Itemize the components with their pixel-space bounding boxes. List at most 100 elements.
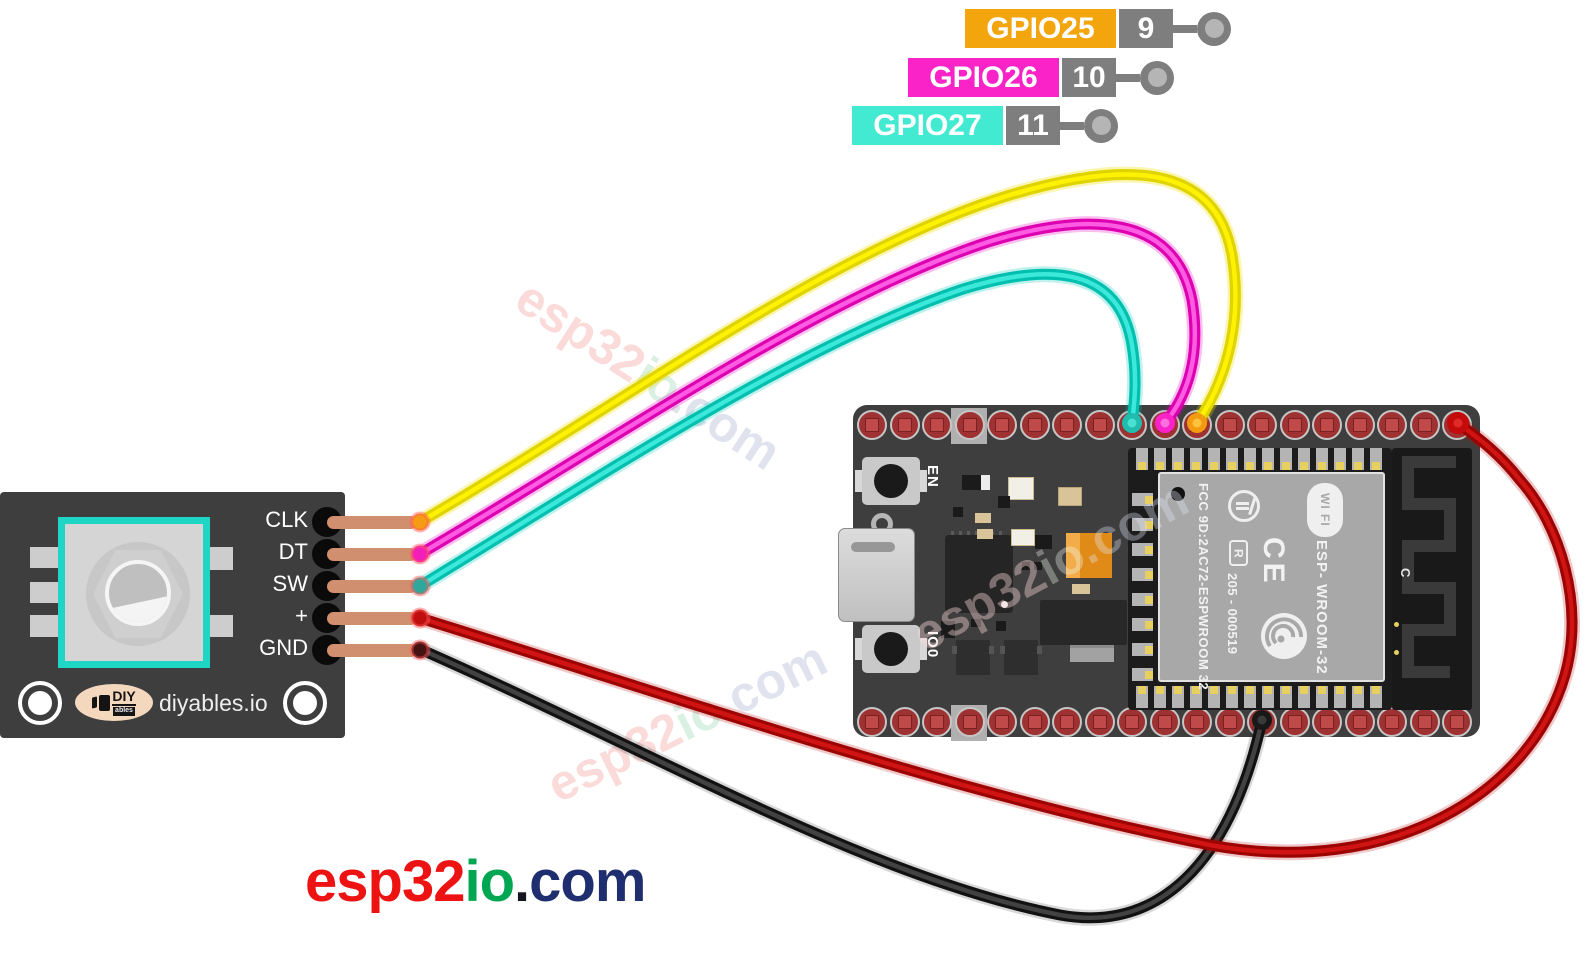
pin-label-gnd: GND [259, 635, 308, 660]
pin1-dot [1171, 487, 1185, 501]
pin-label-plus: + [295, 603, 308, 628]
pin-hole [1409, 707, 1440, 737]
castellated-pad [1154, 448, 1166, 470]
encoder-pin-sw: SW [0, 571, 417, 601]
pin-hole [1182, 410, 1212, 440]
gpio27-label-row: GPIO27 11 [852, 106, 1118, 145]
fcc-id-text: FCC 9D:2AC72-ESPWROOM 32 [1196, 483, 1211, 691]
pin-hole [1149, 410, 1180, 440]
castellated-pad [1244, 448, 1256, 470]
pin-label-dt: DT [278, 539, 308, 564]
pin-hole [1214, 410, 1245, 440]
smd-component [941, 621, 955, 638]
module-pads-left [1132, 493, 1153, 681]
pin-hole [1279, 410, 1310, 440]
boot-button[interactable] [855, 625, 927, 673]
castellated-pad [1132, 543, 1153, 556]
logo-part-io: io [464, 849, 515, 914]
encoder-side-tab [30, 615, 58, 637]
castellated-pad [1132, 518, 1153, 531]
connector-line [1116, 73, 1140, 82]
mounting-hole [18, 681, 62, 725]
castellated-pad [1136, 448, 1148, 470]
castellated-pad [1352, 448, 1364, 470]
pin-hole [1117, 410, 1147, 440]
connector-line [1173, 24, 1197, 33]
ce-mark-text: CE [1257, 537, 1290, 587]
boot-button-cap [874, 632, 908, 666]
pin-hole [1312, 707, 1342, 737]
wifi-logo-icon: WI FI [1307, 483, 1343, 537]
encoder-pin-plus: + [0, 603, 417, 633]
diy-logo-text: DIY [112, 688, 136, 707]
capacitor-orange [1066, 533, 1112, 578]
registered-mark-icon: R [1229, 540, 1248, 566]
transistor [952, 640, 994, 675]
smd-component [1035, 535, 1052, 549]
castellated-pad [1226, 448, 1238, 470]
pin-hole [1442, 410, 1472, 440]
pin-hole [1377, 707, 1407, 737]
module-pads-bottom [1136, 686, 1382, 708]
gpio25-label-row: GPIO25 9 [965, 9, 1231, 48]
castellated-pad [1244, 686, 1256, 708]
watermark-text: esp32io.com [538, 630, 836, 814]
encoder-pin-gnd: GND [0, 635, 417, 665]
smd-component [975, 513, 991, 523]
espressif-logo-icon [1261, 613, 1307, 659]
diyables-logo-icon [99, 694, 111, 711]
mounting-hole [283, 681, 327, 725]
castellated-pad [1262, 448, 1274, 470]
en-button-cap [874, 464, 908, 498]
smd-component [971, 619, 981, 627]
pin-hole [889, 410, 920, 440]
pin-header-stub [327, 547, 417, 561]
pin-hole [954, 707, 985, 737]
mounting-hole-center [293, 691, 317, 715]
pin-header-stub [327, 515, 417, 529]
smd-component [1008, 477, 1034, 500]
diyables-site-text: diyables.io [159, 690, 268, 716]
pin-label-sw: SW [272, 571, 308, 596]
encoder-knob[interactable] [105, 560, 171, 626]
logo-part-esp32: esp32 [305, 849, 465, 914]
diyables-logo: DIY ables [75, 684, 153, 721]
antenna-dot [1394, 622, 1399, 627]
encoder-side-tab [30, 547, 58, 568]
smd-component [953, 507, 963, 517]
smd-component [998, 496, 1010, 508]
en-button[interactable] [855, 457, 927, 505]
pin-hole [1279, 707, 1310, 737]
pin-hole [1084, 707, 1115, 737]
smd-component [996, 621, 1006, 631]
castellated-pad [1190, 448, 1202, 470]
castellated-pad [1172, 448, 1184, 470]
castellated-pad [1132, 493, 1153, 506]
rotary-encoder-module: CLK DT SW + GND DIY ables diyables.io [0, 492, 417, 738]
castellated-pad [1226, 686, 1238, 708]
pin-hole [857, 410, 887, 440]
smd-component [1034, 562, 1042, 570]
logo-part-com: com [529, 849, 646, 914]
smd-component [1058, 487, 1082, 506]
watermark-text: esp32io.com [505, 268, 791, 481]
connector-line [1060, 121, 1084, 130]
module-name-text: ESP- WROOM-32 [1313, 540, 1330, 675]
castellated-pad [1136, 686, 1148, 708]
pin-hole [922, 410, 952, 440]
castellated-pad [1370, 686, 1382, 708]
pin-header-stub [327, 579, 417, 593]
castellated-pad [1298, 448, 1310, 470]
registered-mark-letter: R [1231, 548, 1246, 558]
pin-hole [1247, 410, 1277, 440]
esp32io-logo: esp32io.com [305, 848, 646, 915]
boot-button-label: IO0 [924, 631, 941, 659]
castellated-pad [1316, 448, 1328, 470]
castellated-pad [1316, 686, 1328, 708]
pin-hole [1312, 410, 1342, 440]
module-serial-text: 205 - 000519 [1225, 573, 1240, 655]
connector-circle-icon [1084, 108, 1118, 143]
pin-hole [1344, 410, 1375, 440]
certification-mark-icon [1228, 490, 1260, 522]
pin-hole [1052, 410, 1082, 440]
